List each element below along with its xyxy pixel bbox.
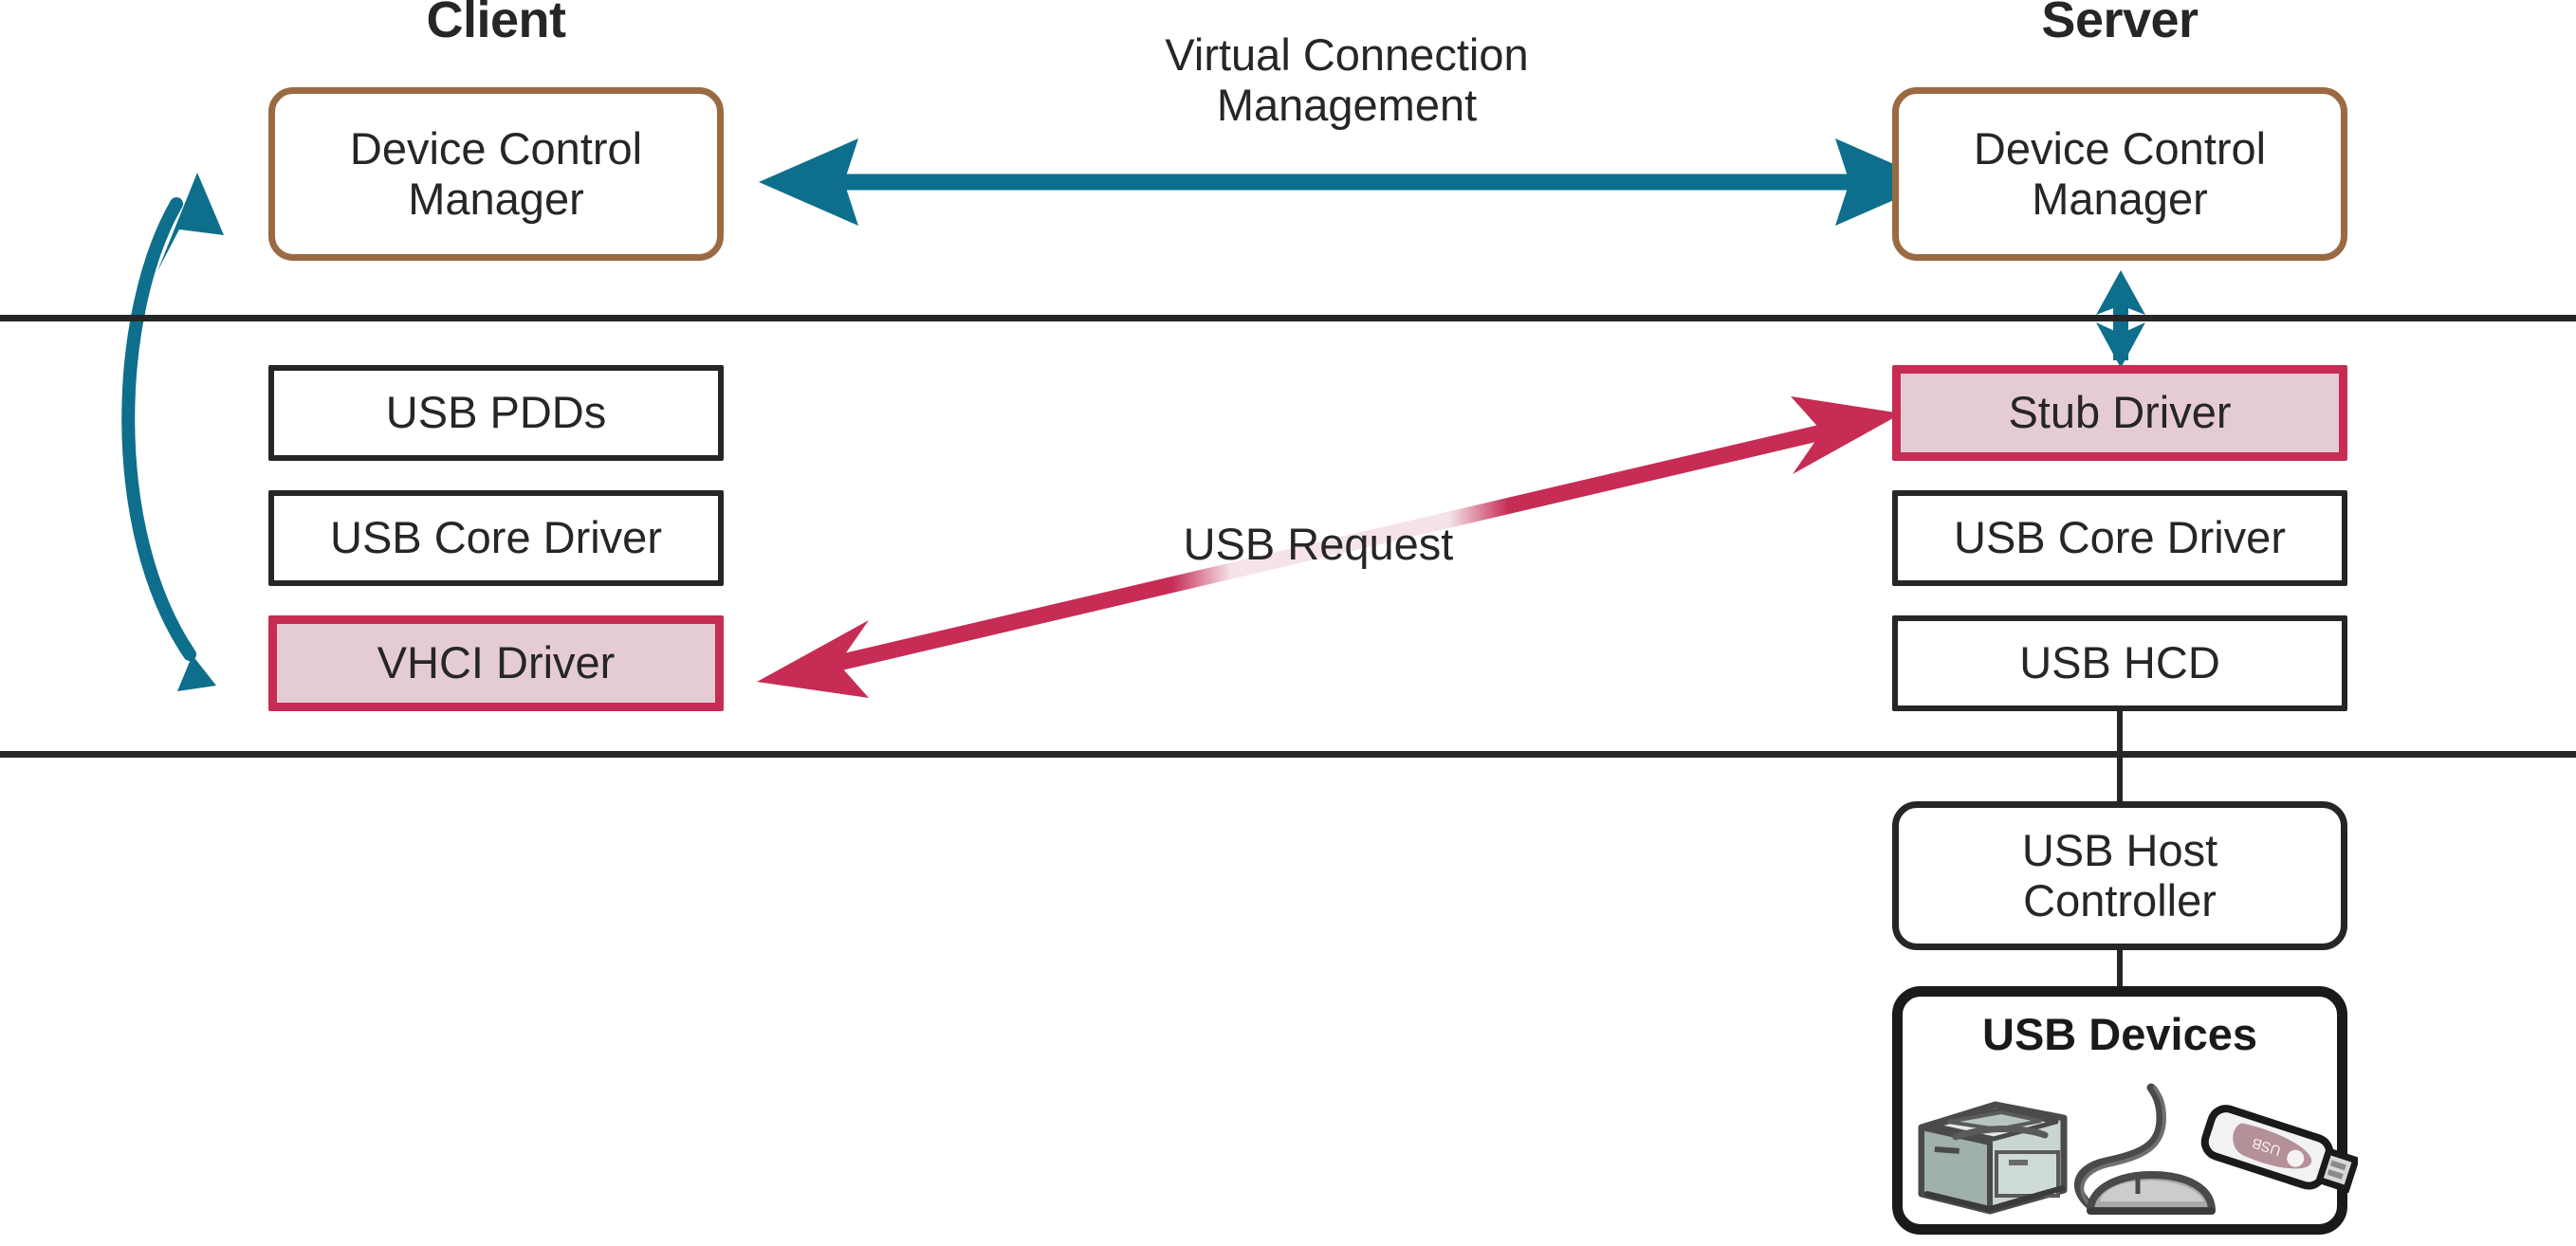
usb-request-label: USB Request — [1183, 519, 1454, 569]
node-server-usb-devices-label: USB Devices — [1982, 1009, 2257, 1059]
node-server-stub-driver-label: Stub Driver — [2008, 387, 2232, 438]
node-server-usb-host-controller-label: USB Host Controller — [2021, 824, 2218, 925]
virtual-connection-management-label: Virtual Connection Management — [967, 29, 1726, 130]
node-client-dcm-label: Device Control Manager — [349, 122, 643, 224]
node-server-host-controller-line2: Controller — [2023, 874, 2217, 925]
node-server-usb-core-driver[interactable]: USB Core Driver — [1892, 490, 2347, 586]
node-client-dcm-label-line1: Device Control — [349, 122, 643, 174]
node-server-usb-host-controller[interactable]: USB Host Controller — [1892, 801, 2347, 950]
device-icons-svg: USB — [1918, 1083, 2361, 1215]
printer-icon — [1918, 1101, 2068, 1215]
usb-mouse-icon — [2074, 1083, 2216, 1215]
node-client-device-control-manager[interactable]: Device Control Manager — [268, 87, 724, 261]
user-kernel-divider — [0, 315, 2576, 321]
node-server-usb-hcd-label: USB HCD — [2019, 637, 2220, 688]
node-server-device-control-manager[interactable]: Device Control Manager — [1892, 87, 2347, 261]
node-server-dcm-label-line2: Manager — [2032, 173, 2208, 224]
vcm-label-line1: Virtual Connection — [1165, 29, 1529, 80]
client-dcm-to-vhci-curved-arrow — [121, 173, 224, 691]
node-server-dcm-label-line1: Device Control — [1973, 122, 2267, 174]
host-controller-to-devices-connector — [2117, 948, 2123, 1005]
node-server-dcm-label: Device Control Manager — [1973, 122, 2267, 224]
node-client-usb-core-driver-label: USB Core Driver — [330, 512, 662, 563]
node-client-usb-core-driver[interactable]: USB Core Driver — [268, 490, 724, 586]
node-client-usb-pdds[interactable]: USB PDDs — [268, 365, 724, 461]
node-server-stub-driver[interactable]: Stub Driver — [1892, 365, 2347, 461]
node-client-dcm-label-line2: Manager — [408, 173, 584, 224]
virtual-connection-management-arrow — [759, 138, 1935, 226]
node-server-usb-hcd[interactable]: USB HCD — [1892, 615, 2347, 711]
vcm-label-line2: Management — [1216, 79, 1478, 130]
node-server-host-controller-line1: USB Host — [2021, 824, 2218, 875]
usb-flash-drive-icon: USB — [2200, 1105, 2361, 1194]
client-column-title: Client — [426, 0, 566, 48]
node-client-vhci-driver-label: VHCI Driver — [377, 637, 616, 688]
kernel-hardware-divider — [0, 751, 2576, 758]
node-server-usb-core-driver-label: USB Core Driver — [1954, 512, 2286, 563]
node-client-vhci-driver[interactable]: VHCI Driver — [268, 615, 724, 711]
server-column-title: Server — [2041, 0, 2199, 48]
node-client-usb-pdds-label: USB PDDs — [385, 387, 607, 438]
node-server-usb-devices[interactable]: USB Devices — [1892, 986, 2361, 1235]
usb-devices-artwork: USB — [1903, 1069, 2361, 1215]
